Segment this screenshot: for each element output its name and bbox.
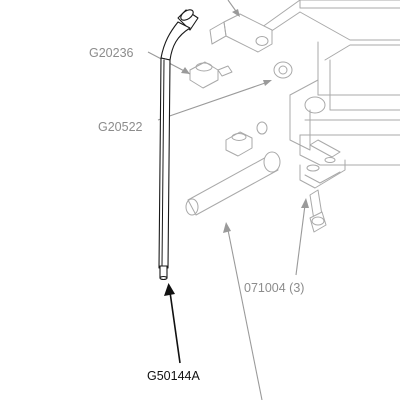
label-071004: 071004 (3)	[244, 281, 304, 295]
standoff-cylinder	[185, 151, 281, 216]
angled-clip	[209, 13, 273, 53]
hex-socket-screw-lower	[225, 121, 268, 157]
frame-assembly	[257, 0, 400, 189]
leader-g50144a	[164, 283, 181, 364]
leader-clip	[227, 0, 240, 17]
label-g20522: G20522	[98, 120, 143, 134]
leader-standoff	[223, 222, 263, 400]
label-g20236: G20236	[89, 46, 134, 60]
leader-071004	[295, 198, 309, 276]
label-g50144a: G50144A	[147, 369, 200, 383]
washer-upper	[273, 61, 293, 79]
leader-g20522	[157, 80, 272, 121]
bolt-071004	[309, 189, 327, 233]
rod-g50144a	[158, 9, 199, 281]
hex-socket-screw-upper	[189, 61, 233, 89]
